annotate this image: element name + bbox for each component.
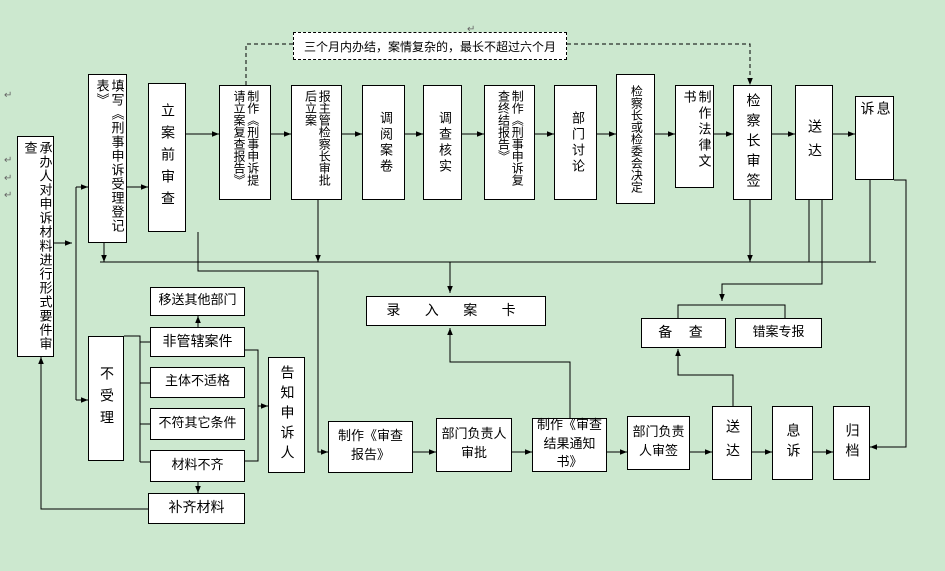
node-not-accepted: 不受理 (88, 336, 124, 461)
node-deliver-top: 送达 (795, 85, 833, 200)
node-file-for-reference: 备 查 (641, 318, 726, 348)
node-investigate: 调查核实 (423, 85, 462, 200)
paragraph-mark: ↵ (4, 155, 13, 166)
node-final-report: 制作《刑事申诉复查终结报告》 (484, 85, 535, 200)
node-formal-review: 承办人对申诉材料进行形式要件审查 (17, 136, 54, 357)
node-supplement-materials: 补齐材料 (148, 493, 245, 524)
node-result-notice: 制作《审查结果通知书》 (532, 418, 607, 472)
node-chief-decision: 检察长或检委会决定 (616, 74, 655, 204)
node-close-complaint-bottom: 息诉 (772, 406, 813, 480)
node-wrong-case-report: 错案专报 (735, 318, 822, 348)
node-chief-sign: 检察长审签 (733, 85, 772, 200)
paragraph-mark: ↵ (467, 24, 476, 35)
node-unqualified-subject: 主体不适格 (150, 367, 245, 398)
node-filing-report: 制作《刑事申诉提请立案复查报告》 (219, 85, 271, 200)
node-head-sign: 部门负责人审签 (627, 416, 690, 470)
node-dept-discussion: 部门讨论 (554, 85, 597, 200)
node-approval-filing: 报主管检察长审批后立案 (291, 85, 342, 200)
node-notify-complainant: 告知申诉人 (268, 357, 305, 473)
time-limit-note: 三个月内办结，案情复杂的，最长不超过六个月 (293, 32, 567, 60)
node-review-files: 调阅案卷 (362, 85, 405, 200)
node-enter-case-card: 录 入 案 卡 (366, 296, 546, 326)
node-deliver-bottom: 送达 (712, 406, 752, 480)
paragraph-mark: ↵ (4, 173, 13, 184)
node-legal-document: 制作法律文书 (675, 85, 714, 188)
node-non-jurisdiction: 非管辖案件 (150, 327, 245, 357)
node-fill-register-form: 填写《刑事申诉受理登记表》 (88, 74, 127, 243)
node-pre-filing-review: 立案前审查 (148, 83, 186, 232)
node-other-conditions: 不符其它条件 (150, 408, 245, 440)
node-head-approval: 部门负责人审批 (436, 418, 512, 472)
node-close-complaint-top: 息诉 (855, 96, 894, 180)
node-transfer-other-dept: 移送其他部门 (150, 287, 245, 316)
paragraph-mark: ↵ (4, 90, 13, 101)
node-archive: 归档 (833, 406, 870, 480)
paragraph-mark: ↵ (4, 190, 13, 201)
node-incomplete-materials: 材料不齐 (150, 450, 245, 482)
node-review-report: 制作《审查报告》 (328, 421, 413, 473)
